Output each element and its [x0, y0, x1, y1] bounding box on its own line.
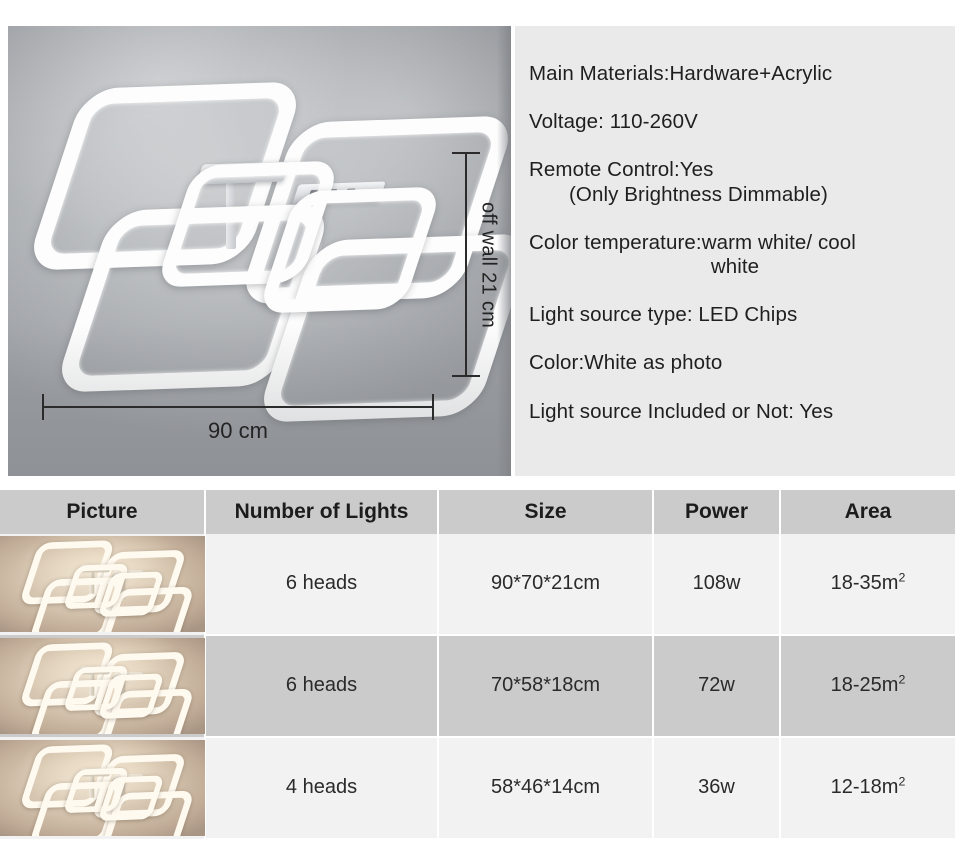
lamp-stem	[88, 774, 94, 798]
cell-power: 36w	[653, 736, 781, 841]
lamp-stem	[119, 576, 125, 601]
photo-bottom-shading	[8, 323, 511, 476]
column-header-area: Area	[780, 490, 955, 534]
variant-thumbnail-image	[0, 536, 205, 633]
cell-size: 70*58*18cm	[438, 634, 654, 738]
column-header-picture: Picture	[0, 490, 206, 534]
lamp-stem	[119, 780, 125, 804]
product-variants-table: Picture Number of Lights Size Power Area	[0, 490, 955, 841]
cell-area: 18-35m2	[780, 534, 955, 636]
spec-color-temperature: Color temperature:warm white/ cool white	[529, 231, 941, 279]
product-hero-photo	[8, 26, 511, 476]
spec-remote-control-note: (Only Brightness Dimmable)	[569, 182, 828, 206]
spec-color: Color:White as photo	[529, 351, 723, 375]
column-header-size: Size	[438, 490, 654, 534]
cell-power: 72w	[653, 634, 781, 738]
column-header-number-of-lights: Number of Lights	[205, 490, 439, 534]
variant-thumbnail-cell	[0, 534, 206, 635]
product-hero-section: off wall 21 cm 90 cm Main Materials:Hard…	[8, 26, 955, 476]
spec-light-source-type: Light source type: LED Chips	[529, 303, 798, 327]
thumbnail-lamp-illustration	[18, 639, 195, 734]
spec-color-temperature-cont: white	[710, 254, 760, 278]
lamp-stem	[311, 200, 322, 273]
cell-area-unit: 2	[898, 570, 906, 585]
cell-area-value: 18-25m	[830, 674, 899, 697]
variant-thumbnail-image	[0, 739, 205, 836]
spec-remote-control-value: Remote Control:Yes	[529, 158, 714, 182]
vertical-dimension-line	[452, 152, 480, 377]
table-row: 6 heads 90*70*21cm 108w 18-35m2	[0, 534, 955, 636]
horizontal-dimension-label: 90 cm	[208, 418, 268, 443]
lamp-stem	[88, 570, 94, 595]
thumbnail-lamp-illustration	[18, 538, 195, 633]
variant-thumbnail-image	[0, 637, 205, 734]
spec-remote-control: Remote Control:Yes (Only Brightness Dimm…	[529, 158, 941, 206]
thumbnail-lamp-illustration	[18, 741, 195, 836]
horizontal-dimension-line	[42, 394, 434, 420]
photo-right-edge-shading	[497, 26, 511, 476]
spec-light-source-included: Light source Included or Not: Yes	[529, 399, 834, 423]
table-row: 4 heads 58*46*14cm 36w 12-18m2	[0, 736, 955, 841]
cell-size: 90*70*21cm	[438, 534, 654, 636]
cell-area: 18-25m2	[780, 634, 955, 738]
cell-number-of-lights: 6 heads	[205, 534, 439, 636]
cell-area: 12-18m2	[780, 736, 955, 841]
spec-color-temperature-value: Color temperature:warm white/ cool	[529, 230, 856, 254]
cell-area-value: 18-35m	[830, 572, 899, 595]
cell-area-value: 12-18m	[830, 776, 899, 799]
column-header-power: Power	[653, 490, 781, 534]
cell-power: 108w	[653, 534, 781, 636]
table-header-row: Picture Number of Lights Size Power Area	[0, 490, 955, 534]
cell-size: 58*46*14cm	[438, 736, 654, 841]
lamp-stem	[119, 678, 125, 702]
vertical-dimension-label: off wall 21 cm	[477, 201, 500, 329]
cell-number-of-lights: 4 heads	[205, 736, 439, 841]
spec-voltage: Voltage: 110-260V	[529, 110, 698, 134]
spec-main-materials: Main Materials:Hardware+Acrylic	[529, 62, 833, 85]
lamp-stem	[225, 178, 236, 249]
variant-thumbnail-cell	[0, 634, 206, 737]
cell-area-unit: 2	[898, 672, 906, 687]
table-row: 6 heads 70*58*18cm 72w 18-25m2	[0, 634, 955, 738]
variant-thumbnail-cell	[0, 736, 206, 839]
cell-area-unit: 2	[898, 774, 906, 789]
specifications-panel: Main Materials:Hardware+Acrylic Voltage:…	[515, 26, 955, 476]
cell-number-of-lights: 6 heads	[205, 634, 439, 738]
led-ceiling-lamp-illustration	[24, 79, 511, 423]
lamp-stem	[88, 672, 94, 696]
